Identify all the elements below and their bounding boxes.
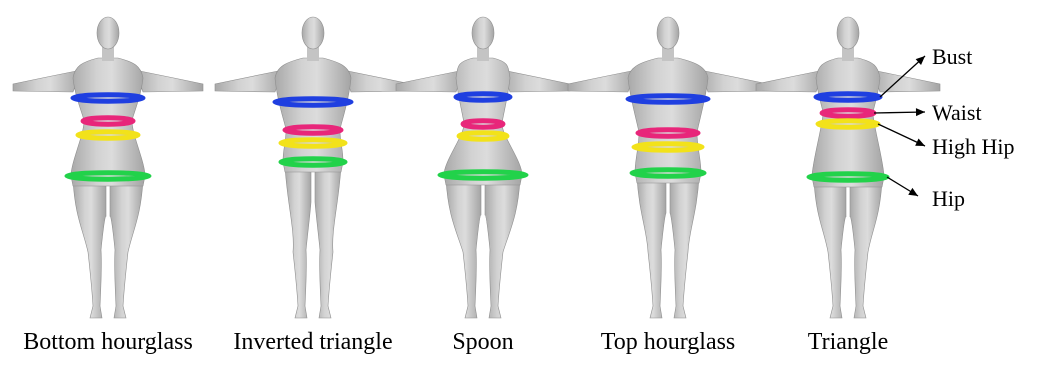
arrow-waist-head [916, 108, 925, 116]
left-leg [446, 179, 481, 318]
left-arm [396, 70, 464, 92]
left-arm [215, 70, 283, 92]
head [837, 17, 859, 49]
caption-top-hourglass: Top hourglass [601, 328, 736, 356]
right-leg [315, 166, 341, 318]
left-leg [73, 180, 106, 318]
head [97, 17, 119, 49]
body-figure-top-hourglass [568, 17, 768, 318]
right-leg [850, 181, 882, 318]
head [302, 17, 324, 49]
left-arm [756, 70, 824, 92]
torso [275, 58, 351, 172]
left-leg [814, 181, 846, 318]
caption-triangle: Triangle [808, 328, 888, 356]
torso [628, 58, 708, 183]
label-high-hip: High Hip [932, 134, 1015, 160]
right-arm [502, 70, 570, 92]
left-leg [637, 177, 666, 318]
caption-spoon: Spoon [452, 328, 513, 356]
body-figure-spoon [396, 17, 570, 318]
body-figure-bottom-hourglass [13, 17, 203, 318]
caption-bottom-hourglass: Bottom hourglass [23, 328, 193, 356]
body-figure-inverted-triangle [215, 17, 411, 318]
label-hip: Hip [932, 186, 965, 212]
right-leg [110, 180, 143, 318]
right-arm [135, 70, 203, 92]
right-leg [670, 177, 699, 318]
right-leg [485, 179, 520, 318]
body-figure-triangle [756, 17, 940, 318]
head [657, 17, 679, 49]
label-waist: Waist [932, 100, 982, 126]
head [472, 17, 494, 49]
left-arm [568, 70, 636, 92]
left-leg [285, 166, 311, 318]
caption-inverted-triangle: Inverted triangle [233, 328, 392, 356]
arrow-hip-head [908, 188, 918, 196]
left-arm [13, 70, 81, 92]
label-bust: Bust [932, 44, 972, 70]
